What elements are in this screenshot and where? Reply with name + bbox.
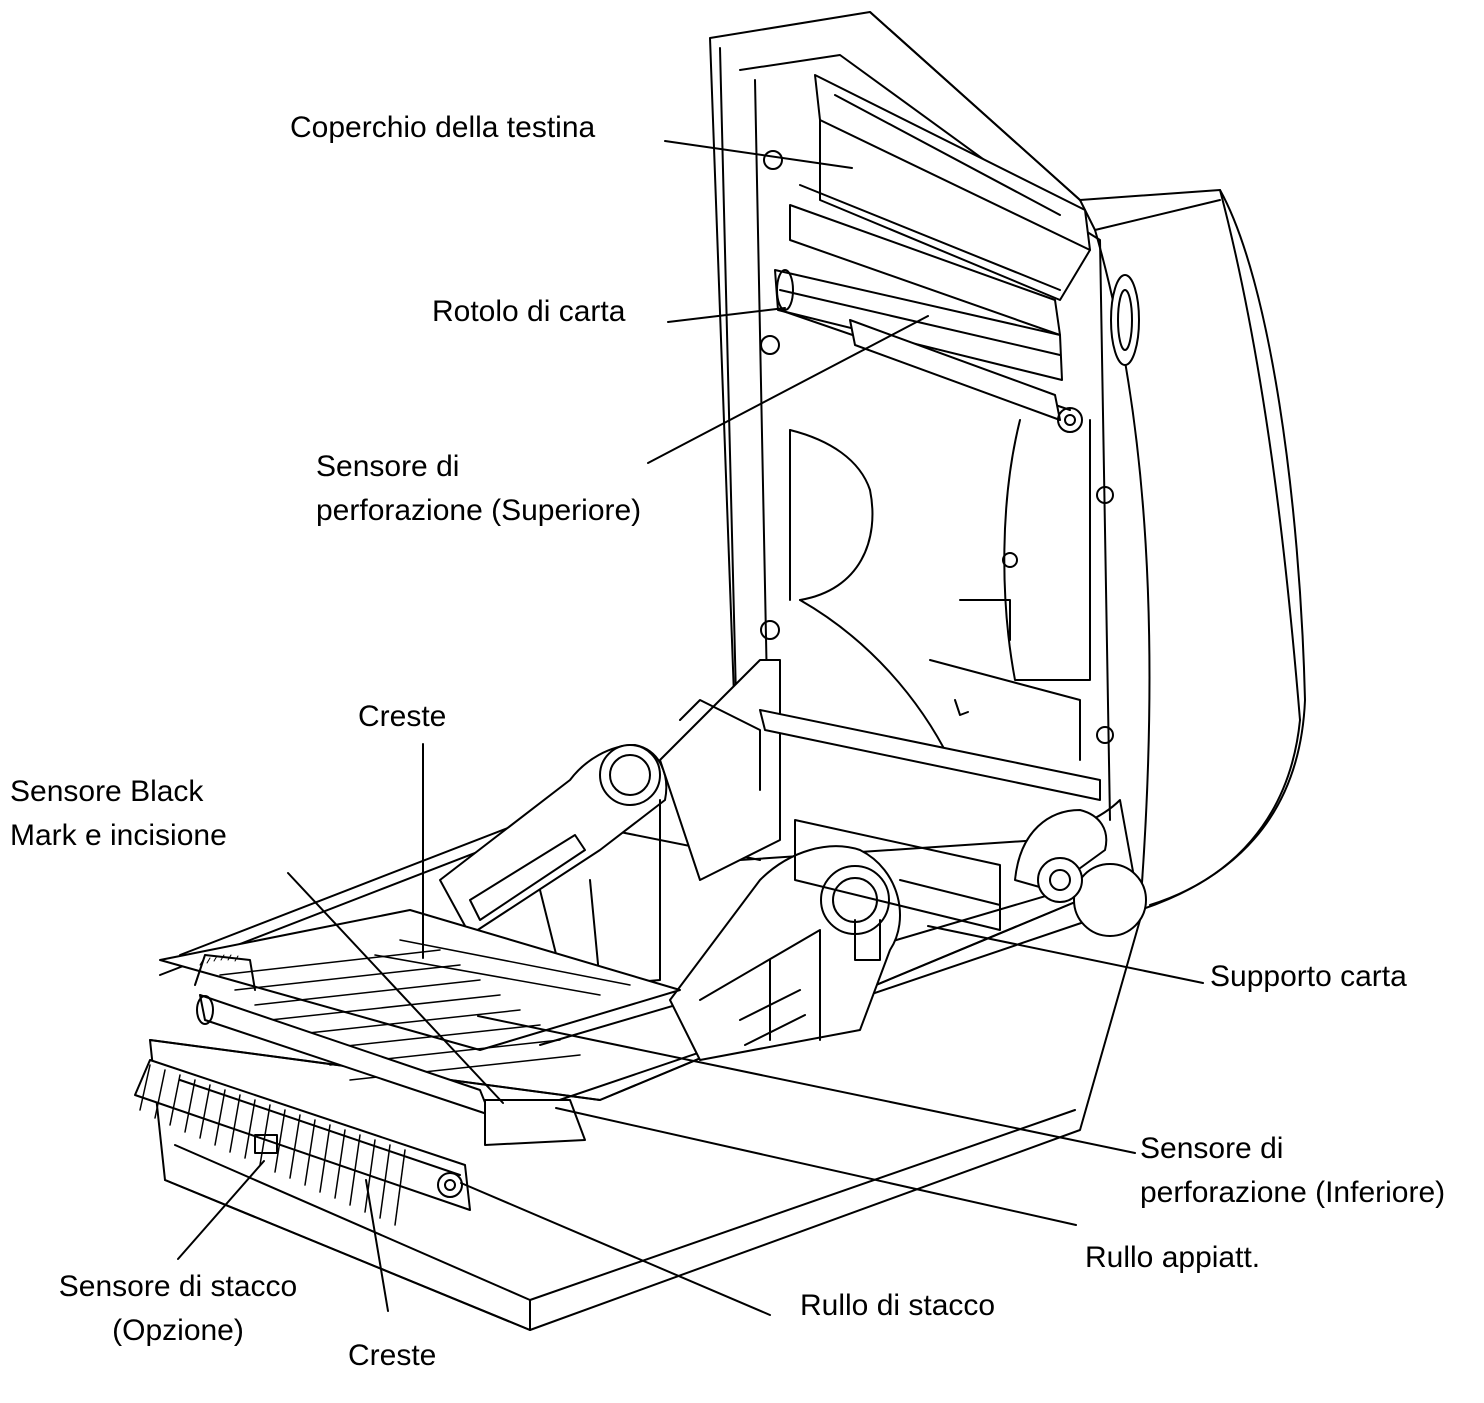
leader-ridges-bottom xyxy=(365,1179,389,1312)
leader-peel-roller xyxy=(460,1182,771,1316)
printer-base xyxy=(149,799,1141,1331)
label-ridges-top: Creste xyxy=(358,700,447,733)
leader-paper-roll xyxy=(667,307,786,323)
media-holder xyxy=(439,659,1147,1061)
label-head-cover: Coperchio della testina xyxy=(290,111,596,144)
label-peel-sensor: Sensore di stacco (Opzione) xyxy=(58,1270,298,1347)
label-platen-roller: Rullo appiatt. xyxy=(1085,1241,1261,1274)
label-paper-roll: Rotolo di carta xyxy=(432,295,626,328)
top-cover xyxy=(709,11,1306,911)
leader-black-mark xyxy=(287,872,504,1104)
leader-peel-sensor xyxy=(177,1160,265,1260)
label-peel-roller: Rullo di stacco xyxy=(800,1289,996,1322)
leader-gap-sensor-lower xyxy=(477,1015,1136,1154)
label-media-holder: Supporto carta xyxy=(1210,960,1407,993)
label-black-mark-sensor: Sensore Black Mark e incisione xyxy=(10,775,227,852)
label-ridges-bottom: Creste xyxy=(348,1339,437,1372)
leader-gap-sensor-upper xyxy=(647,315,929,464)
label-gap-sensor-lower: Sensore di perforazione (Inferiore) xyxy=(1140,1132,1446,1209)
leader-platen xyxy=(555,1107,1077,1226)
leader-lines xyxy=(177,140,1204,1316)
leader-media-holder xyxy=(927,925,1204,984)
front-mechanism xyxy=(134,909,681,1226)
leader-head-cover xyxy=(664,140,853,169)
label-gap-sensor-upper: Sensore di perforazione (Superiore) xyxy=(316,450,642,527)
